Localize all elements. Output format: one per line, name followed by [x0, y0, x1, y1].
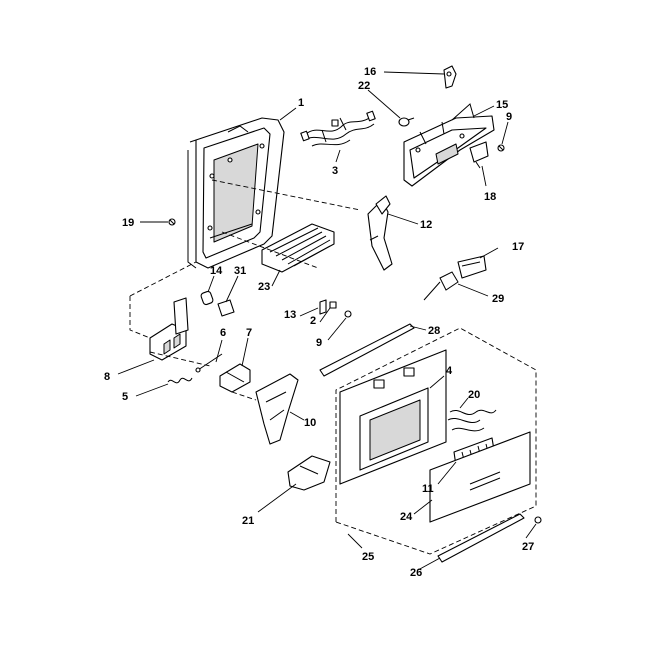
callout-3: 3	[332, 165, 338, 177]
callout-9-lower: 9	[316, 337, 322, 349]
part-9-upper-screw	[497, 144, 505, 152]
callout-2: 2	[310, 315, 316, 327]
part-27-screw	[534, 516, 542, 524]
callout-10: 10	[304, 417, 316, 429]
part-20-control-wiring	[447, 409, 497, 432]
callout-12: 12	[420, 219, 432, 231]
callout-14: 14	[210, 265, 223, 277]
part-19-screw	[168, 218, 176, 226]
part-9-lower-screw	[344, 310, 352, 318]
part-13-shield	[319, 299, 327, 315]
part-2-magnet	[329, 301, 337, 309]
callout-6: 6	[220, 327, 226, 339]
callout-19: 19	[122, 217, 134, 229]
part-24-control-overlay	[429, 431, 531, 523]
part-3-wire-harness	[300, 110, 376, 147]
part-17-heater	[457, 255, 487, 279]
callout-20: 20	[468, 389, 480, 401]
callout-25: 25	[362, 551, 374, 563]
callout-23: 23	[258, 281, 270, 293]
callout-18: 18	[484, 191, 496, 203]
part-10-cradle	[255, 373, 299, 445]
part-16-clip	[443, 65, 457, 89]
callout-9-upper: 9	[506, 111, 512, 123]
part-1-dispenser-housing	[187, 117, 285, 269]
callout-28: 28	[428, 325, 440, 337]
callout-11: 11	[422, 483, 434, 495]
callout-1: 1	[298, 97, 304, 109]
callout-15: 15	[496, 99, 508, 111]
part-6-pin	[195, 353, 223, 373]
part-5-spring	[167, 377, 193, 384]
callout-labels: 1 2 3 4 5 6 7 8 9 9 10 11 12 13 14 15 16…	[104, 66, 534, 579]
callout-5: 5	[122, 391, 128, 403]
callout-7: 7	[246, 327, 252, 339]
assembly-dashed-lines	[129, 179, 537, 555]
callout-13: 13	[284, 309, 296, 321]
callout-22: 22	[358, 80, 370, 92]
part-7-lever	[219, 363, 251, 393]
part-21-ice-chute	[287, 455, 331, 491]
part-14-spring	[200, 290, 214, 306]
part-22-lamp	[398, 117, 415, 127]
part-12-actuator-arm	[367, 195, 393, 271]
callout-4: 4	[446, 365, 453, 377]
part-31-bracket	[217, 299, 235, 317]
callout-27: 27	[522, 541, 534, 553]
callout-24: 24	[400, 511, 413, 523]
callout-16: 16	[364, 66, 376, 78]
callout-31: 31	[234, 265, 246, 277]
callout-26: 26	[410, 567, 422, 579]
part-28-rail	[319, 323, 415, 377]
part-26-trim-strip	[437, 513, 525, 563]
leader-lines	[117, 71, 537, 571]
part-29-thermistor	[423, 271, 459, 301]
part-23-drip-tray	[261, 223, 335, 273]
part-4-front-panel	[339, 349, 447, 485]
callout-8: 8	[104, 371, 110, 383]
part-8-solenoid	[149, 297, 189, 361]
part-18-switch	[469, 141, 489, 169]
part-15-upper-bracket	[403, 103, 495, 187]
callout-29: 29	[492, 293, 504, 305]
callout-21: 21	[242, 515, 254, 527]
callout-17: 17	[512, 241, 524, 253]
